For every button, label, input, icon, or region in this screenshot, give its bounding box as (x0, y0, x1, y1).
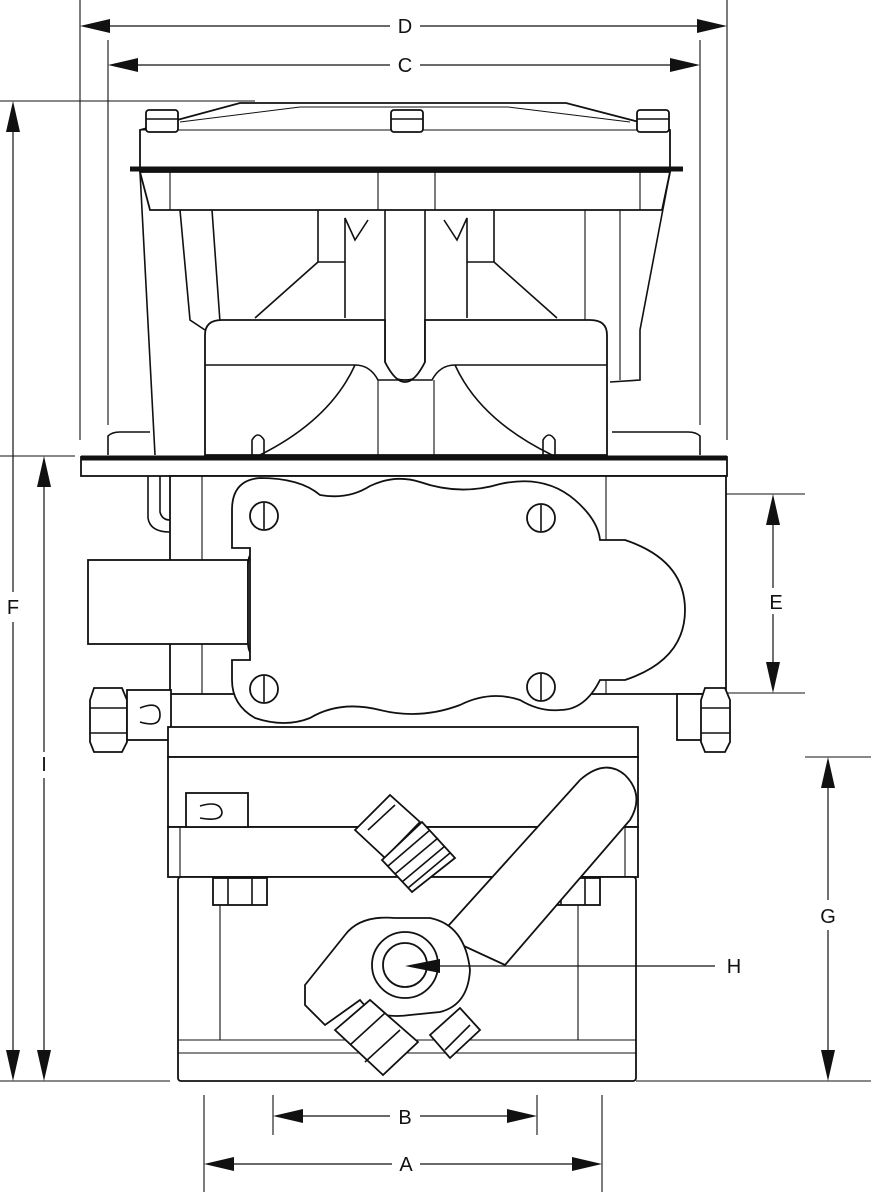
lever-arm (304, 766, 638, 1077)
dimension-a (204, 1157, 602, 1171)
label-c: C (398, 55, 412, 77)
spring-adjuster (353, 793, 457, 894)
cover-screw-right (636, 109, 670, 133)
cover-screw-left (145, 109, 179, 133)
cover-screw-tl (249, 501, 279, 531)
top-cover (130, 102, 683, 172)
label-a: A (399, 1154, 413, 1176)
dimension-f (6, 101, 20, 1081)
cover-screw-tr (526, 503, 556, 533)
label-f: F (7, 597, 19, 619)
label-d: D (398, 16, 412, 38)
label-g: G (820, 906, 836, 928)
side-fitting-left (89, 687, 172, 753)
label-i: I (41, 754, 47, 776)
label-b: B (398, 1107, 411, 1129)
main-flange (80, 455, 728, 477)
label-h: H (727, 956, 741, 978)
cover-screw-center (390, 109, 424, 133)
label-e: E (769, 592, 782, 614)
dimension-e (766, 494, 780, 693)
dimension-g (821, 757, 835, 1081)
dimension-d (80, 19, 727, 33)
actuator-body (87, 475, 727, 724)
side-fitting-right (676, 687, 731, 753)
cover-screw-br (526, 672, 556, 702)
leader-h (405, 959, 715, 973)
dimension-i (37, 456, 51, 1081)
dimension-c (108, 58, 700, 72)
cover-screw-bl (249, 674, 279, 704)
upper-housing (107, 171, 701, 456)
dimension-b (273, 1109, 537, 1123)
